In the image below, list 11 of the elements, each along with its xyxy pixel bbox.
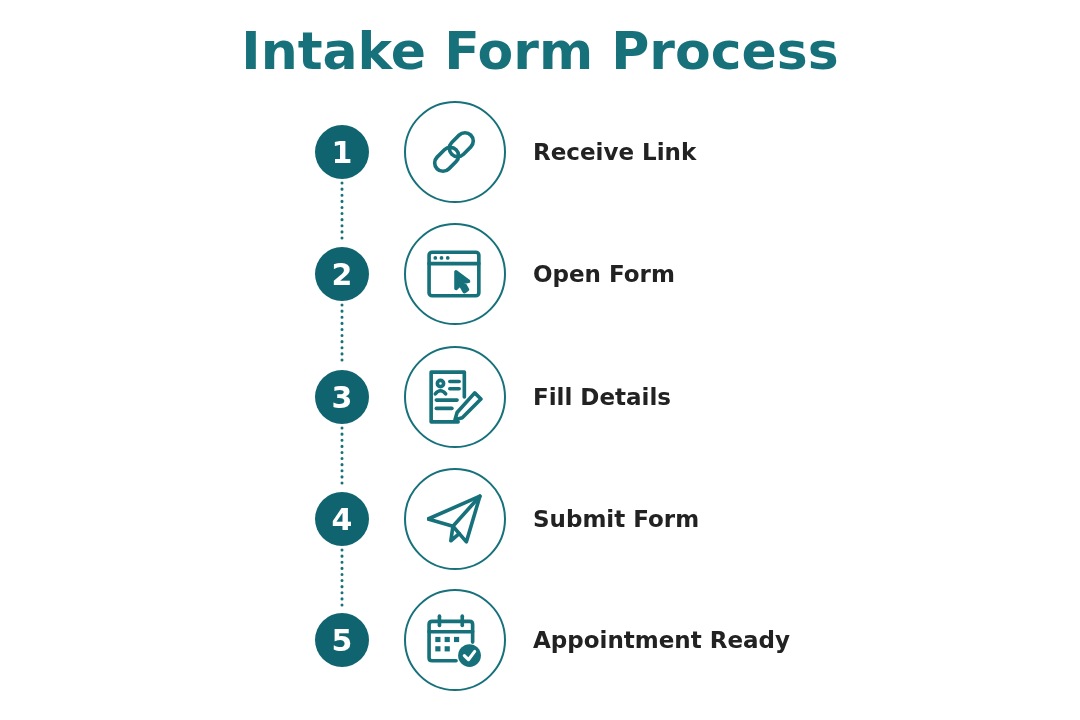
step-number-badge: 3 (315, 370, 369, 424)
step-number-badge: 5 (315, 613, 369, 667)
step-label: Open Form (533, 260, 675, 289)
step-label: Appointment Ready (533, 626, 790, 655)
step-label: Submit Form (533, 505, 700, 534)
step-label: Fill Details (533, 383, 672, 412)
step-number-badge: 1 (315, 125, 369, 179)
step-label: Receive Link (533, 138, 697, 167)
step-number-badge: 2 (315, 247, 369, 301)
title: Intake Form Process (240, 20, 840, 83)
step-number-badge: 4 (315, 492, 369, 546)
